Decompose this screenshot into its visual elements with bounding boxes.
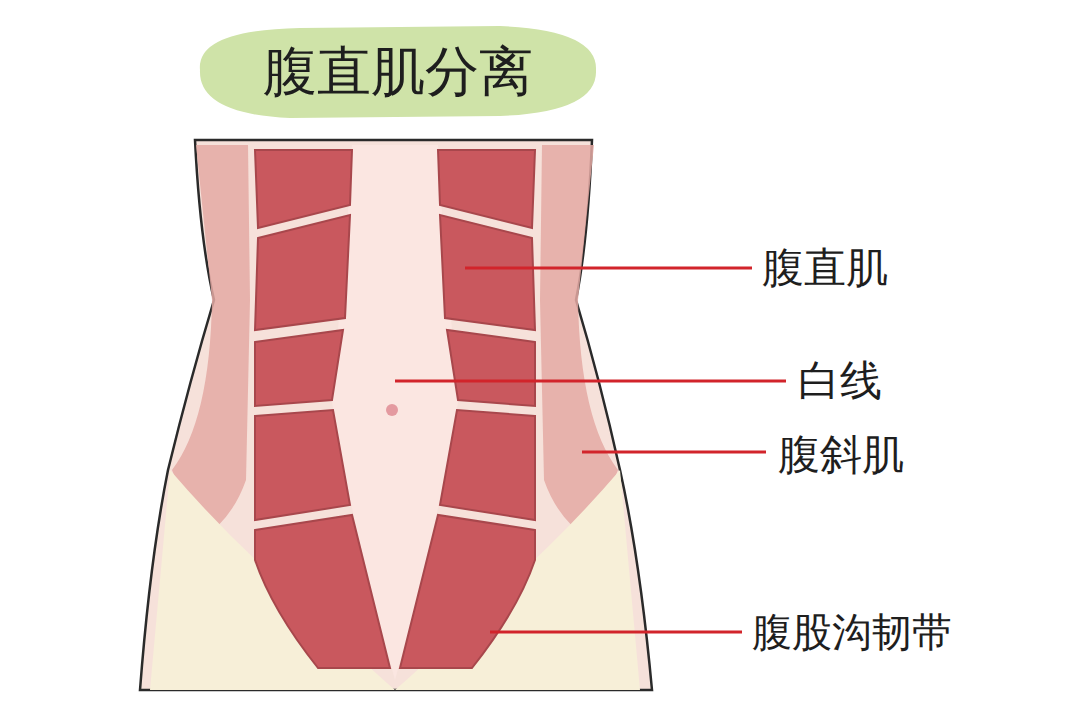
- part-label: 腹股沟韧带: [752, 610, 952, 654]
- part-label: 白线: [798, 358, 882, 404]
- navel: [386, 404, 398, 416]
- torso: [140, 140, 652, 690]
- title-pill: [200, 26, 596, 118]
- leader-lines: [395, 268, 786, 632]
- part-label: 腹斜肌: [778, 432, 904, 478]
- title: 腹直肌分离: [263, 42, 533, 101]
- part-label: 腹直肌: [762, 245, 888, 291]
